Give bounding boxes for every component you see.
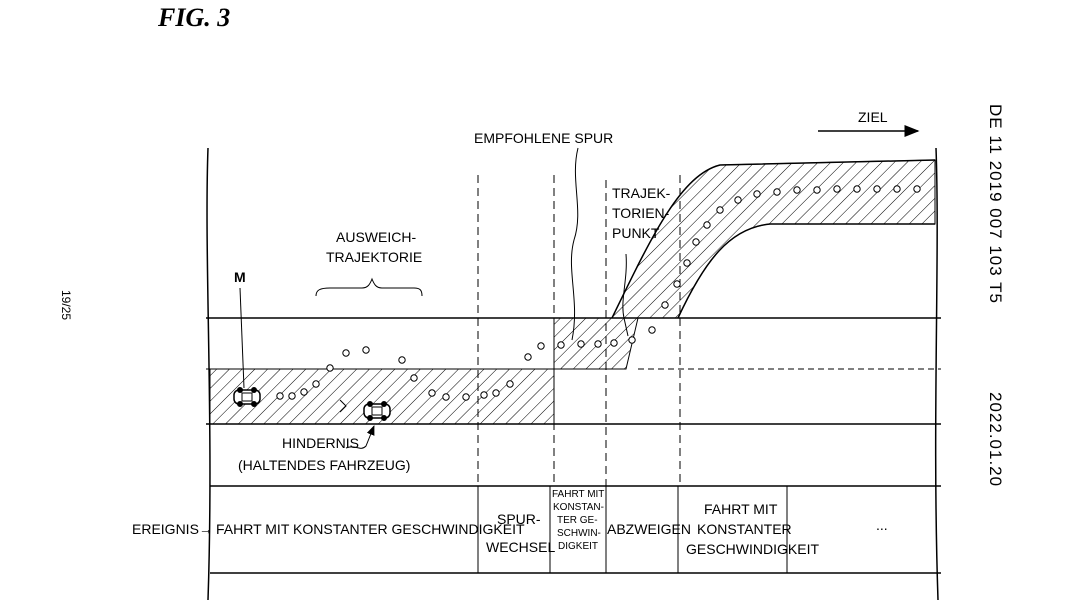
doc-date: 2022.01.20 bbox=[986, 392, 1005, 487]
branch-lane-hatched bbox=[611, 159, 936, 319]
empfohlene-spur-leader bbox=[570, 147, 579, 341]
svg-text:KONSTANTER: KONSTANTER bbox=[697, 521, 792, 537]
event-row-label: EREIGNIS→ bbox=[132, 521, 213, 537]
svg-text:SCHWIN-: SCHWIN- bbox=[557, 528, 601, 539]
event-cell-2: SPUR- WECHSEL bbox=[486, 511, 555, 555]
svg-text:KONSTAN-: KONSTAN- bbox=[553, 502, 604, 513]
event-cell-1: FAHRT MIT KONSTANTER GESCHWINDIGKEIT bbox=[216, 521, 525, 537]
svg-text:ABZWEIGEN: ABZWEIGEN bbox=[607, 521, 691, 537]
section-dividers bbox=[477, 175, 681, 486]
left-boundary bbox=[206, 147, 211, 601]
hindernis-leader bbox=[345, 425, 375, 449]
svg-text:DIGKEIT: DIGKEIT bbox=[558, 541, 598, 552]
event-cell-6: ... bbox=[876, 517, 888, 533]
svg-text:FAHRT MIT: FAHRT MIT bbox=[704, 501, 778, 517]
ziel-label: ZIEL bbox=[858, 109, 888, 125]
doc-number: DE 11 2019 007 103 T5 bbox=[986, 104, 1005, 304]
trajektorien-punkt-label-2: TORIEN- bbox=[612, 205, 670, 221]
event-table bbox=[210, 485, 941, 574]
event-cell-3: FAHRT MIT KONSTAN- TER GE- SCHWIN- DIGKE… bbox=[552, 489, 604, 552]
road bbox=[206, 159, 941, 425]
svg-text:FAHRT MIT: FAHRT MIT bbox=[552, 489, 604, 500]
event-cell-4: ABZWEIGEN bbox=[607, 521, 691, 537]
empfohlene-spur-label: EMPFOHLENE SPUR bbox=[474, 130, 613, 146]
hindernis-label-2: (HALTENDES FAHRZEUG) bbox=[238, 457, 410, 473]
trajectory-points bbox=[276, 185, 921, 401]
m-label: M bbox=[234, 269, 246, 285]
small-arrow-marker bbox=[339, 399, 347, 413]
svg-text:WECHSEL: WECHSEL bbox=[486, 539, 555, 555]
m-leader-line bbox=[239, 287, 245, 389]
trajektorien-punkt-label-1: TRAJEK- bbox=[612, 185, 671, 201]
ego-vehicle-icon bbox=[233, 387, 261, 407]
hindernis-label-1: HINDERNIS bbox=[282, 435, 359, 451]
obstacle-vehicle-icon bbox=[363, 401, 391, 421]
trajektorien-punkt-leader bbox=[622, 253, 629, 337]
trajektorien-punkt-label-3: PUNKT bbox=[612, 225, 660, 241]
right-boundary bbox=[934, 147, 939, 601]
svg-text:TER GE-: TER GE- bbox=[557, 515, 598, 526]
svg-text:GESCHWINDIGKEIT: GESCHWINDIGKEIT bbox=[686, 541, 819, 557]
page-number: 19/25 bbox=[59, 290, 73, 320]
event-cell-5: FAHRT MIT KONSTANTER GESCHWINDIGKEIT bbox=[686, 501, 819, 557]
figure-title: FIG. 3 bbox=[157, 3, 230, 32]
svg-text:SPUR-: SPUR- bbox=[497, 511, 541, 527]
ausweich-brace bbox=[315, 277, 423, 297]
svg-text:FAHRT MIT KONSTANTER GESCHWIND: FAHRT MIT KONSTANTER GESCHWINDIGKEIT bbox=[216, 521, 525, 537]
ausweich-label-2: TRAJEKTORIE bbox=[326, 249, 422, 265]
ausweich-label-1: AUSWEICH- bbox=[336, 229, 416, 245]
svg-text:...: ... bbox=[876, 517, 888, 533]
